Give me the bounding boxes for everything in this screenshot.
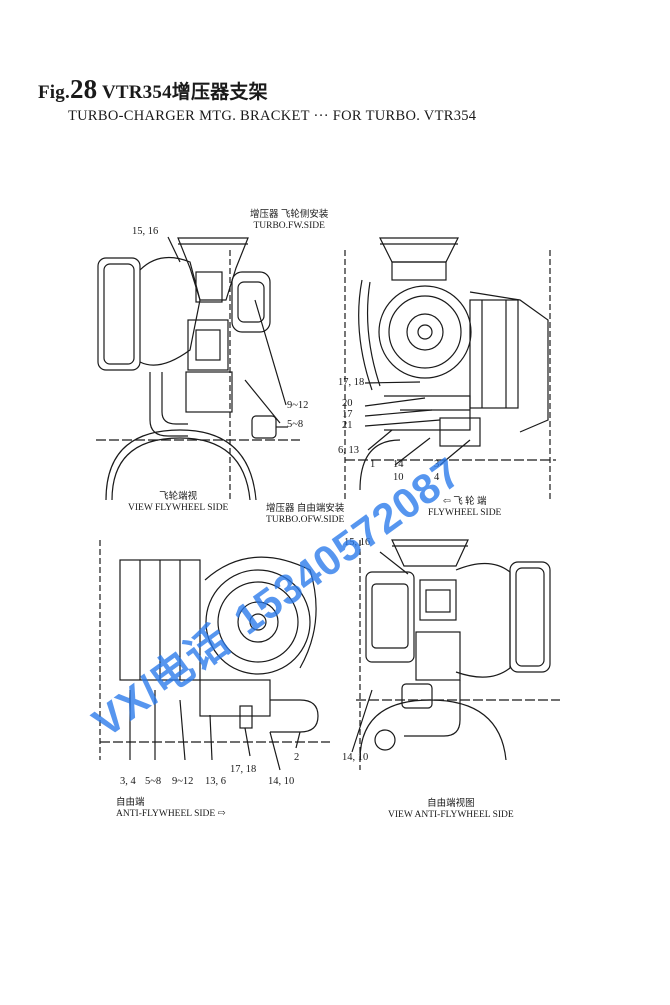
caption-flywheel-side-direction: ⇦ 飞 轮 端 FLYWHEEL SIDE: [428, 497, 501, 519]
side-en: FLYWHEEL SIDE: [428, 508, 502, 518]
label-4-fw: 4: [434, 472, 440, 483]
label-10-fw: 10: [393, 472, 404, 483]
label-1: 1: [370, 459, 376, 470]
caption-cn: 飞轮端视: [159, 492, 198, 502]
label-15-16-fw: 15, 16: [132, 226, 159, 237]
label-17-18-ofw: 17, 18: [230, 764, 257, 775]
caption-turbo-ofw-side: 增压器 自由端安装 TURBO.OFW.SIDE: [266, 504, 344, 526]
caption-en: TURBO.FW.SIDE: [253, 221, 325, 231]
label-14-fw: 14: [393, 459, 404, 470]
caption-anti-flywheel-side-direction: 自由端 ANTI-FLYWHEEL SIDE ⇨: [116, 798, 226, 820]
caption-cn: 增压器 自由端安装: [266, 504, 345, 514]
label-13-6: 13, 6: [205, 776, 226, 787]
figure-subtitle: TURBO-CHARGER MTG. BRACKET ··· FOR TURBO…: [68, 108, 477, 124]
label-6-13: 6, 13: [338, 445, 359, 456]
label-17: 17: [342, 409, 353, 420]
caption-en: TURBO.OFW.SIDE: [266, 515, 345, 525]
label-17-18-fw: 17, 18: [338, 377, 365, 388]
side-arrow-en: ANTI-FLYWHEEL SIDE ⇨: [116, 809, 226, 819]
label-5-8-ofw: 5~8: [145, 776, 162, 787]
label-9-12-ofw: 9~12: [172, 776, 194, 787]
label-9-12-fw: 9~12: [287, 400, 309, 411]
view-turbo-ofw-side-drawing: [99, 540, 330, 771]
label-5-8-fw: 5~8: [287, 419, 304, 430]
figure-title: Fig.28 VTR354增压器支架: [38, 74, 268, 105]
label-14-10-afw: 14, 10: [342, 752, 369, 763]
label-21: 21: [342, 420, 353, 431]
label-15-16-afw: 15, 16: [344, 537, 371, 548]
caption-cn: 自由端视图: [427, 799, 475, 809]
caption-en: VIEW FLYWHEEL SIDE: [128, 503, 229, 513]
label-3-4-ofw: 3, 4: [120, 776, 136, 787]
view-anti-flywheel-side-drawing: [351, 539, 560, 770]
caption-cn: 增压器 飞轮侧安装: [250, 210, 329, 220]
label-2: 2: [294, 752, 300, 763]
view-flywheel-side-drawing: [96, 236, 300, 501]
label-20: 20: [342, 398, 353, 409]
figure-title-text: VTR354增压器支架: [101, 82, 268, 103]
figure-prefix: Fig.: [38, 82, 70, 103]
label-3-fw: 3: [434, 459, 440, 470]
figure-number: 28: [69, 74, 98, 104]
caption-turbo-fw-side: 增压器 飞轮侧安装 TURBO.FW.SIDE: [250, 210, 328, 232]
label-14-10-ofw: 14, 10: [268, 776, 295, 787]
caption-en: VIEW ANTI-FLYWHEEL SIDE: [388, 810, 514, 820]
side-cn: 自由端: [116, 798, 145, 808]
side-arrow-cn: ⇦ 飞 轮 端: [442, 497, 487, 507]
caption-view-flywheel-side: 飞轮端视 VIEW FLYWHEEL SIDE: [128, 492, 228, 514]
view-turbo-fw-side-drawing: [344, 237, 556, 500]
caption-view-anti-flywheel-side: 自由端视图 VIEW ANTI-FLYWHEEL SIDE: [388, 799, 514, 821]
